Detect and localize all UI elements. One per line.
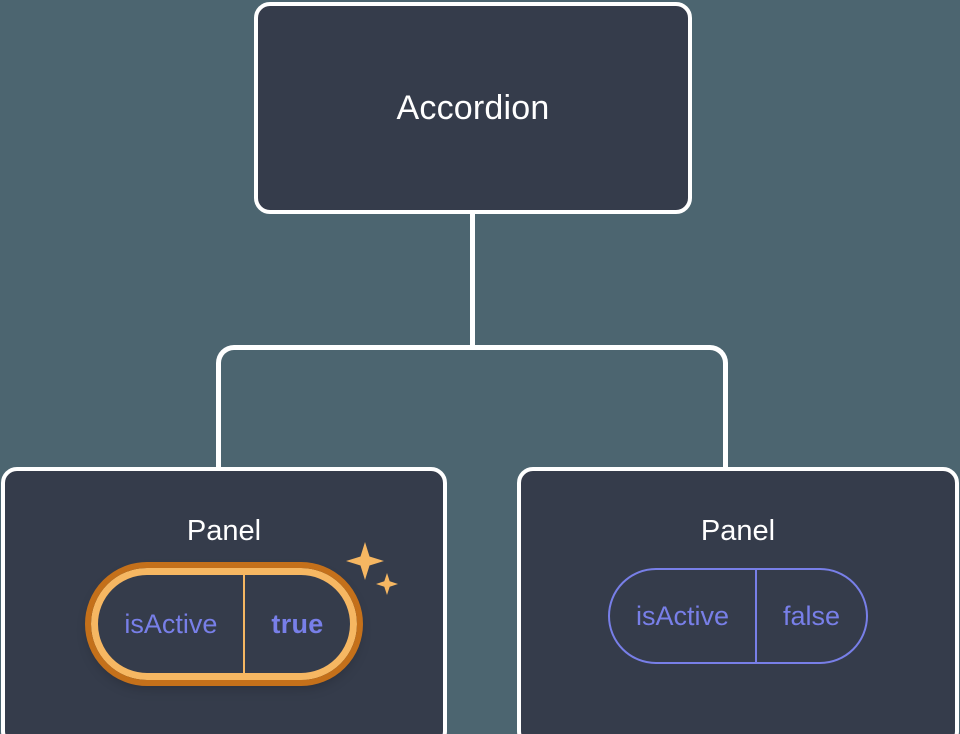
node-panel-right-title: Panel [700, 515, 776, 547]
prop-pill-left-wrap: isActive true [85, 542, 398, 686]
edge-accordion-to-branch [470, 211, 475, 350]
node-panel-left[interactable]: Panel isActive true [1, 467, 447, 734]
prop-name-label: isActive [124, 608, 218, 639]
node-panel-left-title: Panel [186, 515, 262, 547]
prop-name-label: isActive [635, 600, 729, 631]
node-panel-right[interactable]: Panel isActive false [517, 467, 959, 734]
node-accordion[interactable]: Accordion [254, 2, 692, 214]
node-accordion-title: Accordion [396, 88, 550, 127]
sparkles-icon [345, 542, 398, 595]
prop-value-label: true [243, 575, 349, 673]
prop-pill-isactive-true[interactable]: isActive true [85, 562, 363, 686]
edge-branch-bar [216, 345, 728, 471]
prop-pill-isactive-false[interactable]: isActive false [607, 568, 869, 664]
prop-pill-right-wrap: isActive false [607, 568, 869, 664]
prop-value-label: false [754, 570, 866, 662]
